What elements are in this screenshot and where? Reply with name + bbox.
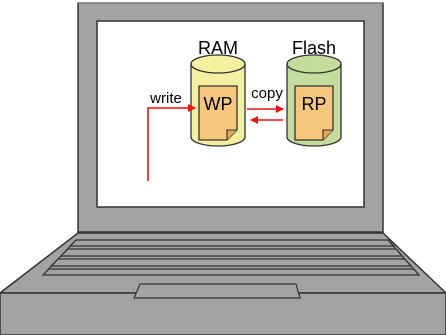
laptop-base [0, 232, 446, 335]
rp-document: RP [294, 85, 334, 141]
write-label: write [149, 90, 182, 107]
wp-label: WP [204, 94, 233, 114]
ram-label: RAM [198, 38, 238, 58]
write-arrow [147, 104, 196, 181]
keyboard [41, 239, 421, 276]
trackpad [133, 283, 301, 299]
flash-label: Flash [292, 38, 336, 58]
wp-document: WP [198, 85, 238, 141]
copy-label: copy [251, 85, 283, 102]
rp-label: RP [301, 94, 326, 114]
